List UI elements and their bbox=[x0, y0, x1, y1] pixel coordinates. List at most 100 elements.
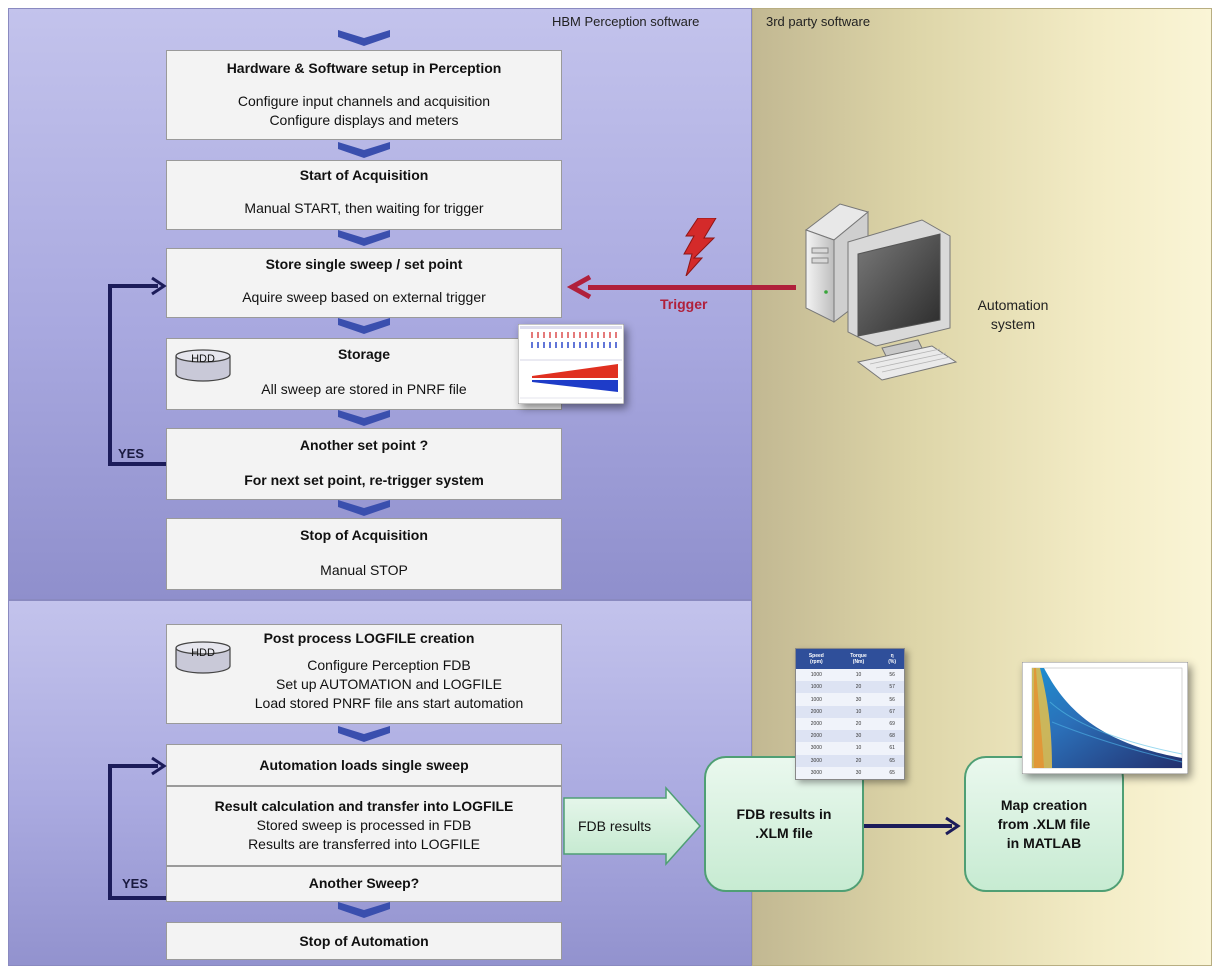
table-cell: 1000 bbox=[795, 669, 837, 682]
fdb-box-line1: FDB results in bbox=[736, 806, 832, 822]
map-box-line1: Map creation bbox=[1000, 796, 1088, 813]
loop-yes-label: YES bbox=[118, 446, 145, 461]
header-text: Speed bbox=[808, 653, 824, 659]
map-creation-box: Map creation from .XLM file in MATLAB bbox=[964, 756, 1124, 892]
loop-line-top bbox=[108, 284, 158, 288]
step-text: Set up AUTOMATION and LOGFILE bbox=[276, 676, 502, 692]
table-cell: 3000 bbox=[795, 766, 837, 780]
loop-line-top bbox=[108, 764, 158, 768]
loop-yes-label: YES bbox=[122, 876, 149, 891]
table-cell: 2000 bbox=[795, 705, 837, 718]
loop-line-vertical bbox=[108, 764, 112, 900]
step-text: For next set point, re-trigger system bbox=[244, 472, 484, 488]
table-cell: 65 bbox=[880, 766, 905, 780]
step-title: Post process LOGFILE creation bbox=[263, 630, 475, 646]
table-cell: 57 bbox=[880, 681, 905, 694]
header-efficiency: η(%) bbox=[880, 648, 905, 669]
trigger-label: Trigger bbox=[660, 296, 708, 312]
step-post-process-logfile: Post process LOGFILE creation Configure … bbox=[166, 624, 562, 724]
step-title: Start of Acquisition bbox=[299, 167, 429, 183]
step-another-sweep: Another Sweep? bbox=[166, 866, 562, 902]
header-text: η bbox=[890, 653, 894, 659]
automation-label-line2: system bbox=[990, 316, 1036, 332]
flow-chevron-icon bbox=[338, 410, 390, 426]
step-another-set-point: Another set point ? For next set point, … bbox=[166, 428, 562, 500]
flow-chevron-icon bbox=[338, 318, 390, 334]
hdd-icon bbox=[175, 349, 231, 382]
results-table-header: Speed(rpm) Torque(Nm) η(%) bbox=[795, 648, 905, 669]
step-title: Store single sweep / set point bbox=[265, 256, 463, 272]
table-cell: 30 bbox=[836, 730, 881, 743]
table-cell: 61 bbox=[880, 742, 905, 755]
step-title: Another set point ? bbox=[299, 437, 429, 453]
header-speed: Speed(rpm) bbox=[795, 648, 837, 669]
hdd-label: HDD bbox=[191, 353, 215, 365]
step-text: Manual START, then waiting for trigger bbox=[244, 200, 484, 216]
table-cell: 67 bbox=[880, 705, 905, 718]
hbm-region-label: HBM Perception software bbox=[552, 14, 700, 29]
loop-line-bottom bbox=[108, 896, 166, 900]
trigger-line bbox=[588, 285, 796, 290]
step-text: All sweep are stored in PNRF file bbox=[261, 381, 467, 397]
trigger-arrowhead-icon bbox=[566, 274, 592, 300]
flow-chevron-icon bbox=[338, 30, 390, 46]
table-cell: 20 bbox=[836, 717, 881, 731]
step-text: Load stored PNRF file ans start automati… bbox=[254, 695, 524, 711]
step-title: Result calculation and transfer into LOG… bbox=[214, 798, 514, 814]
table-cell: 30 bbox=[836, 766, 881, 780]
step-text: Aquire sweep based on external trigger bbox=[242, 289, 486, 305]
flow-chevron-icon bbox=[338, 230, 390, 246]
table-cell: 56 bbox=[880, 669, 905, 682]
computer-icon bbox=[804, 203, 958, 381]
loop-arrow-icon bbox=[151, 276, 167, 296]
table-cell: 20 bbox=[836, 754, 881, 767]
lightning-icon bbox=[683, 218, 717, 276]
header-torque: Torque(Nm) bbox=[836, 648, 881, 669]
table-cell: 56 bbox=[880, 693, 905, 706]
step-title: Another Sweep? bbox=[308, 875, 420, 891]
header-unit: (%) bbox=[888, 659, 897, 665]
step-title: Hardware & Software setup in Perception bbox=[226, 60, 502, 76]
hdd-label: HDD bbox=[191, 647, 215, 659]
table-cell: 2000 bbox=[795, 730, 837, 743]
step-text: Configure input channels and acquisition bbox=[237, 93, 491, 109]
loop-line-bottom bbox=[108, 462, 166, 466]
header-unit: (rpm) bbox=[809, 659, 823, 665]
step-hardware-software-setup: Hardware & Software setup in Perception … bbox=[166, 50, 562, 140]
step-text: Stored sweep is processed in FDB bbox=[256, 817, 472, 833]
step-text: Configure Perception FDB bbox=[307, 657, 471, 673]
flow-chevron-icon bbox=[338, 902, 390, 918]
table-cell: 1000 bbox=[795, 681, 837, 694]
step-store-single-sweep: Store single sweep / set point Aquire sw… bbox=[166, 248, 562, 318]
table-cell: 65 bbox=[880, 754, 905, 767]
waveform-thumbnail bbox=[518, 324, 624, 404]
efficiency-map-thumbnail bbox=[1022, 662, 1188, 774]
table-cell: 10 bbox=[836, 669, 881, 682]
hdd-icon bbox=[175, 641, 231, 674]
fdb-results-arrow-label: FDB results bbox=[578, 818, 652, 834]
loop-line-vertical bbox=[108, 284, 112, 464]
step-start-acquisition: Start of Acquisition Manual START, then … bbox=[166, 160, 562, 230]
flow-chevron-icon bbox=[338, 142, 390, 158]
header-text: Torque bbox=[850, 653, 867, 659]
step-title: Stop of Acquisition bbox=[300, 527, 428, 543]
table-cell: 3000 bbox=[795, 754, 837, 767]
fdb-box-line2: .XLM file bbox=[755, 825, 813, 841]
table-cell: 1000 bbox=[795, 693, 837, 706]
header-unit: (Nm) bbox=[852, 659, 865, 665]
fdb-to-map-arrow-icon bbox=[945, 816, 961, 836]
table-cell: 30 bbox=[836, 693, 881, 706]
fdb-results-arrow bbox=[563, 786, 702, 866]
step-text: Manual STOP bbox=[320, 562, 408, 578]
step-stop-automation: Stop of Automation bbox=[166, 922, 562, 960]
step-title: Storage bbox=[337, 346, 391, 362]
table-cell: 20 bbox=[836, 681, 881, 694]
step-automation-loads-sweep: Automation loads single sweep bbox=[166, 744, 562, 786]
